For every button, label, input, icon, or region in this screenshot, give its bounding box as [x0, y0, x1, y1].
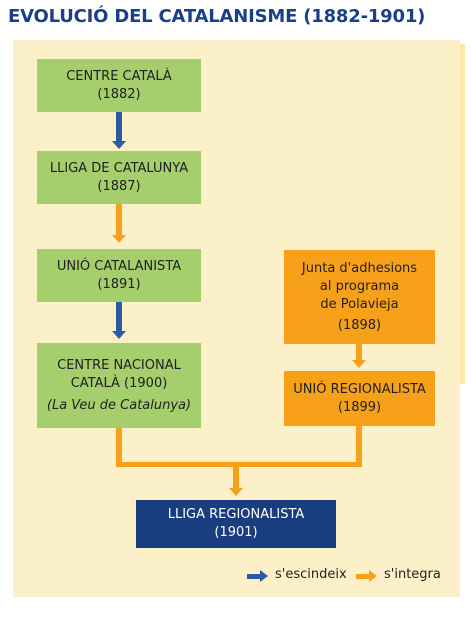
node-lliga-catalunya: LLIGA DE CATALUNYA (1887)	[37, 151, 201, 204]
node-lliga-regionalista: LLIGA REGIONALISTA (1901)	[136, 500, 336, 548]
node-junta-line1: Junta d'adhesions	[301, 260, 418, 276]
node-unio-regionalista: UNIÓ REGIONALISTA (1899)	[284, 371, 435, 426]
node-lliga-regionalista-name: LLIGA REGIONALISTA	[167, 507, 305, 522]
node-junta-line3: de Polavieja	[320, 296, 399, 312]
node-centre-nacional-note: (La Veu de Catalunya)	[46, 397, 192, 413]
arrow-split-2-head	[112, 331, 126, 339]
node-lliga-regionalista-year: (1901)	[214, 525, 258, 540]
node-centre-nacional-line1: CENTRE NACIONAL	[57, 357, 181, 373]
merge-left-vertical	[116, 428, 122, 467]
node-centre-catala-year: (1882)	[97, 86, 141, 102]
page-title: EVOLUCIÓ DEL CATALANISME (1882-1901)	[8, 6, 426, 27]
node-centre-nacional: CENTRE NACIONAL CATALÀ (1900) (La Veu de…	[37, 343, 201, 428]
node-junta-line2: al programa	[319, 278, 400, 294]
node-centre-catala: CENTRE CATALÀ (1882)	[37, 59, 201, 112]
arrow-split-1-head	[112, 141, 126, 149]
legend-integrate-arrow-head	[369, 570, 377, 582]
arrow-split-2-shaft	[116, 302, 122, 332]
merge-down-head	[229, 488, 243, 496]
node-unio-catalanista: UNIÓ CATALANISTA (1891)	[37, 249, 201, 302]
legend-integrate-label: s'integra	[384, 567, 441, 582]
node-junta-year: (1898)	[337, 317, 382, 333]
node-centre-nacional-line2: CATALÀ (1900)	[70, 375, 168, 391]
node-centre-catala-name: CENTRE CATALÀ	[66, 68, 172, 84]
arrow-integrate-2-head	[352, 360, 366, 368]
legend-integrate-arrow-shaft	[356, 574, 370, 579]
legend-split-arrow-shaft	[247, 574, 261, 579]
node-junta-polavieja: Junta d'adhesions al programa de Polavie…	[284, 250, 435, 344]
arrow-integrate-2-shaft	[356, 344, 362, 361]
node-lliga-catalunya-year: (1887)	[97, 178, 141, 194]
arrow-split-1-shaft	[116, 112, 122, 142]
legend-split-label: s'escindeix	[275, 567, 347, 582]
node-unio-regionalista-year: (1899)	[337, 399, 382, 415]
arrow-integrate-1-shaft	[116, 204, 122, 236]
arrow-integrate-1-head	[112, 235, 126, 243]
node-unio-catalanista-name: UNIÓ CATALANISTA	[56, 258, 182, 274]
node-lliga-catalunya-name: LLIGA DE CATALUNYA	[49, 160, 189, 176]
node-unio-regionalista-name: UNIÓ REGIONALISTA	[293, 381, 426, 397]
panel-edge	[460, 44, 465, 384]
merge-horizontal	[116, 462, 362, 467]
merge-right-vertical	[356, 426, 362, 467]
legend-split-arrow-head	[260, 570, 268, 582]
node-unio-catalanista-year: (1891)	[97, 276, 141, 292]
merge-down-shaft	[233, 467, 239, 489]
